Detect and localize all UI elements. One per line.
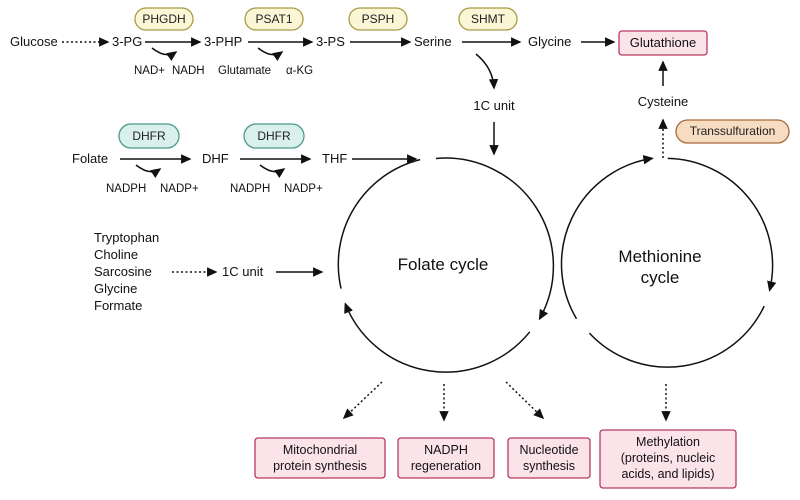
shmt-enzyme-badge: SHMT [458,7,518,31]
methionine-cycle [560,155,777,368]
folate-cycle-arc-bottom [344,302,531,373]
nadph-label-2: NADPH [230,183,270,195]
transsulfuration-label: Transsulfuration [690,124,776,138]
nadp-plus-label-1: NADP+ [160,183,199,195]
nadph-curve-2 [259,164,286,178]
phgdh-enzyme-badge: PHGDH [134,7,194,31]
3php-label: 3-PHP [204,34,242,49]
methionine-cycle-label-line2: cycle [641,268,680,287]
mito-line1: Mitochondrial [283,443,357,457]
glutathione-label: Glutathione [630,35,697,50]
thf-label: THF [322,151,347,166]
shmt-label: SHMT [471,12,506,26]
source-tryptophan: Tryptophan [94,230,159,245]
dhf-label: DHF [202,151,229,166]
folate-label: Folate [72,151,108,166]
nadh-label: NADH [172,65,205,77]
dhfr-enzyme-badge-1: DHFR [118,123,180,149]
folate-cycle [337,157,555,373]
nadph-regen-line2: regeneration [411,459,481,473]
akg-label: α-KG [286,65,313,77]
methylation-box: Methylation (proteins, nucleic acids, an… [599,429,737,489]
mito-protein-synthesis-box: Mitochondrial protein synthesis [254,437,386,479]
methionine-cycle-label-line1: Methionine [618,247,701,266]
glutamate-label: Glutamate [218,65,271,77]
nucleotide-line1: Nucleotide [519,443,578,457]
source-choline: Choline [94,247,138,262]
3ps-label: 3-PS [316,34,345,49]
nadp-plus-label-2: NADP+ [284,183,323,195]
nadph-curve-1 [135,164,162,178]
serine-to-1c-unit-arrow [475,53,499,90]
psat1-label: PSAT1 [255,12,292,26]
serine-label: Serine [414,34,452,49]
glycine-label: Glycine [528,34,571,49]
1c-unit-top-label: 1C unit [473,98,515,113]
cysteine-label: Cysteine [638,94,689,109]
psph-label: PSPH [362,12,395,26]
methionine-cycle-arc-right [667,157,777,292]
folate-to-mito-arrow [342,381,383,420]
glutathione-box: Glutathione [618,30,708,56]
methionine-cycle-arc-left [560,155,654,320]
folate-cycle-label: Folate cycle [398,255,489,274]
folate-to-nucleotide-arrow [505,381,545,420]
phgdh-label: PHGDH [142,12,185,26]
methylation-line1: Methylation [636,435,700,449]
folate-cycle-arc-left [337,158,421,289]
nad-to-nadh-curve [151,47,178,61]
transsulfuration-badge: Transsulfuration [675,119,790,144]
nucleotide-synthesis-box: Nucleotide synthesis [507,437,591,479]
nad-plus-label: NAD+ [134,65,165,77]
dhfr-label-1: DHFR [132,129,166,143]
dhfr-label-2: DHFR [257,129,291,143]
methylation-line2: (proteins, nucleic [621,451,716,465]
nucleotide-line2: synthesis [523,459,575,473]
psph-enzyme-badge: PSPH [348,7,408,31]
3pg-label: 3-PG [112,34,142,49]
source-glycine: Glycine [94,281,137,296]
nadph-regeneration-box: NADPH regeneration [397,437,495,479]
nadph-regen-line1: NADPH [424,443,468,457]
nadph-label-1: NADPH [106,183,146,195]
glutamate-to-akg-curve [257,47,284,61]
folate-cycle-arc-right [435,157,555,321]
source-formate: Formate [94,298,142,313]
mito-line2: protein synthesis [273,459,367,473]
methylation-line3: acids, and lipids) [621,467,714,481]
dhfr-enzyme-badge-2: DHFR [243,123,305,149]
1c-unit-left-label: 1C unit [222,264,264,279]
psat1-enzyme-badge: PSAT1 [244,7,304,31]
glucose-label: Glucose [10,34,58,49]
methionine-cycle-arc-bottom [588,305,765,368]
source-sarcosine: Sarcosine [94,264,152,279]
